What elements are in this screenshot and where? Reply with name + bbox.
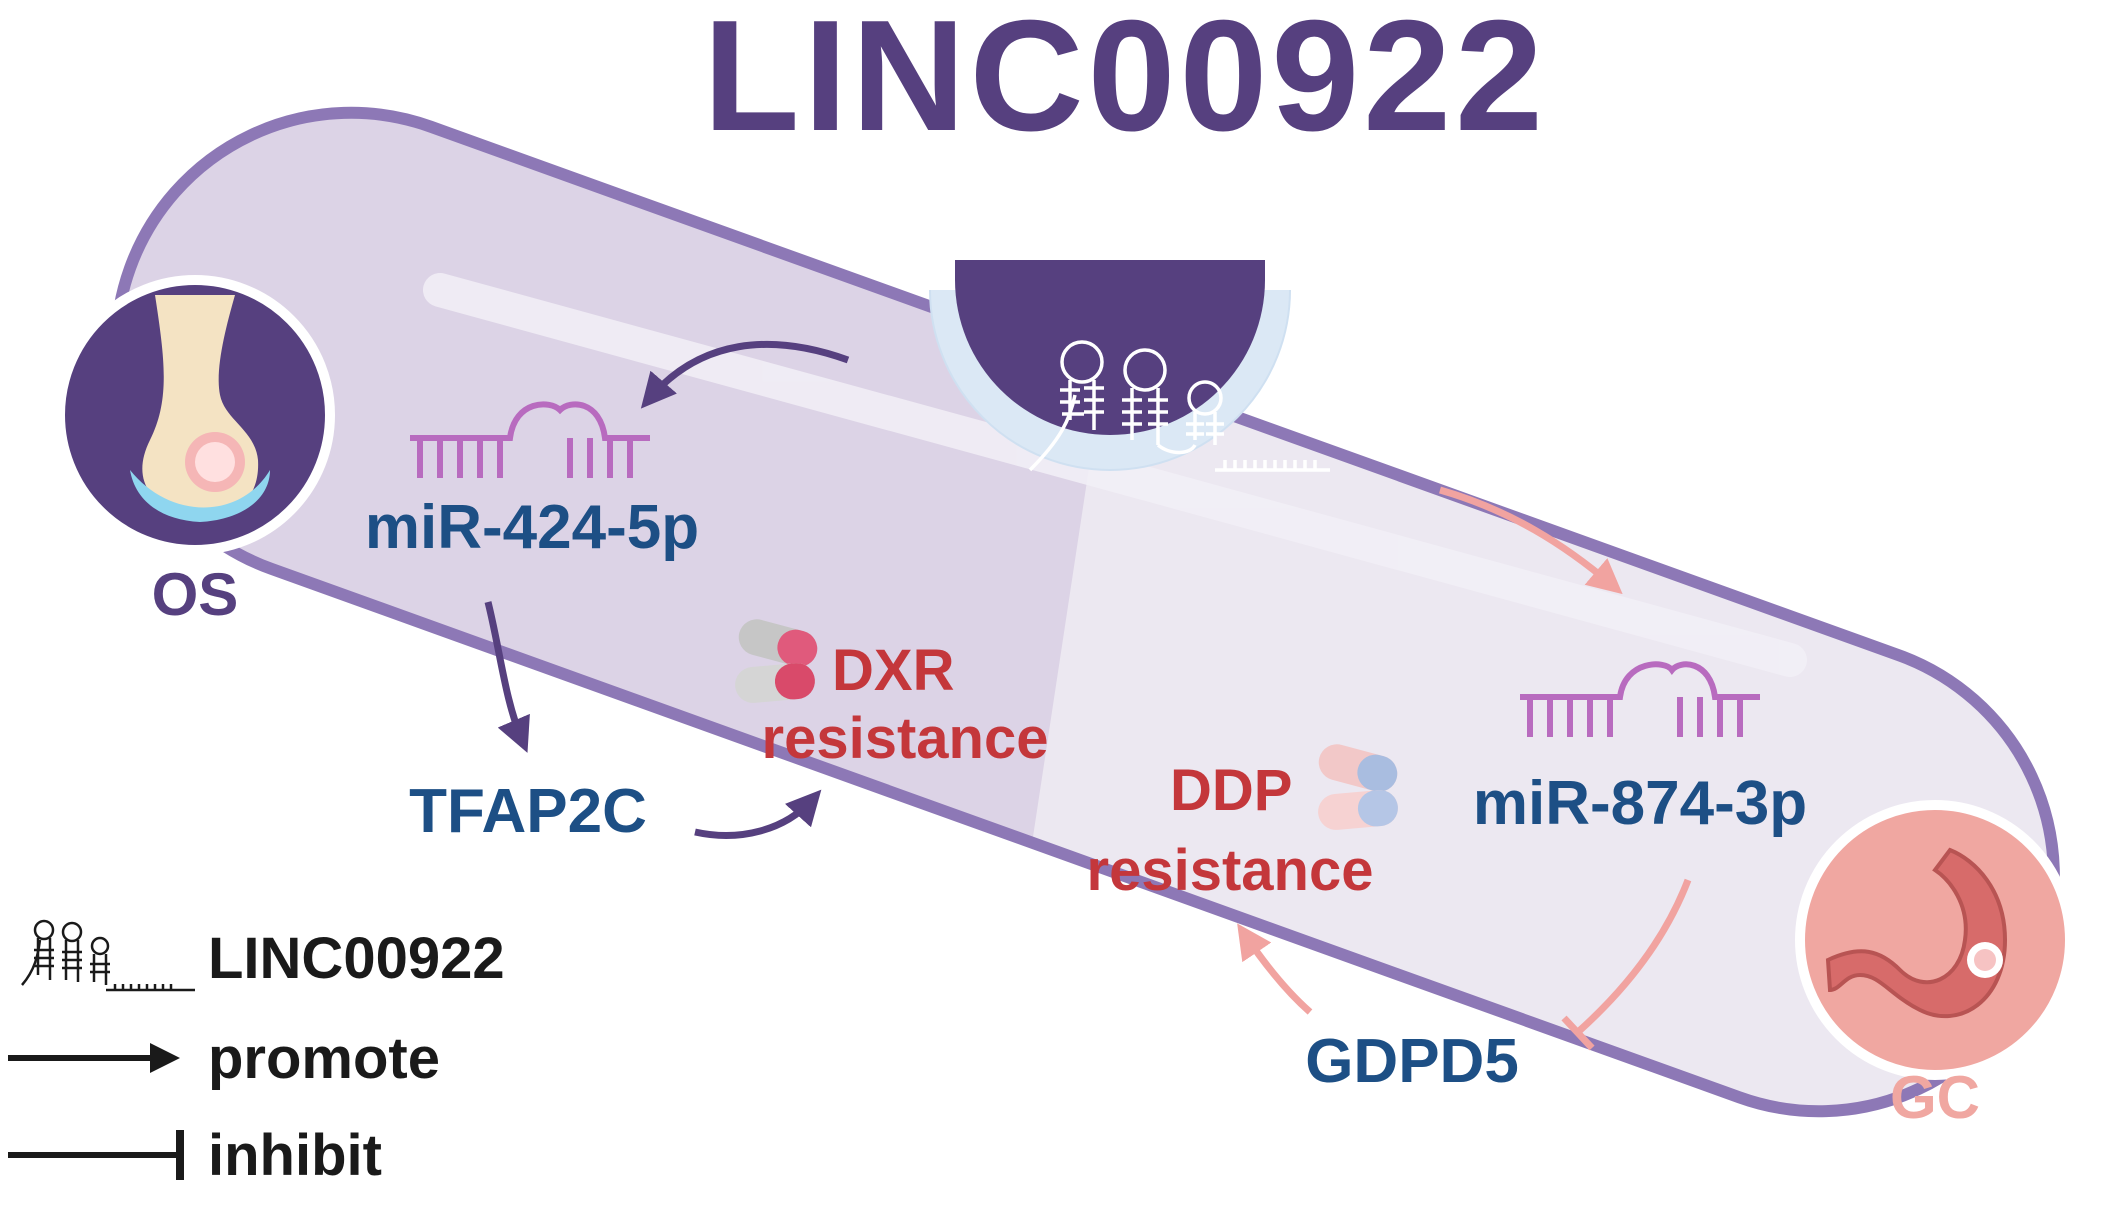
arrow-lnc-to-mir874 xyxy=(1439,486,1623,595)
pill-capsules-icon xyxy=(1318,744,1398,830)
mirna-424-label: miR-424-5p xyxy=(365,493,699,562)
arrow-lnc-to-mir424 xyxy=(640,340,850,409)
legend-promote-label: promote xyxy=(208,1026,440,1091)
legend: LINC00922 promote inhibit xyxy=(8,919,505,1188)
legend-inhibit-label: inhibit xyxy=(208,1123,382,1188)
diagram-title: LINC00922 xyxy=(703,0,1547,164)
dxr-drug-label: DXR xyxy=(832,638,954,703)
inhibit-mir874-to-gdpd5 xyxy=(1575,878,1692,1035)
arrow-tfap2c-to-dxr xyxy=(694,789,822,839)
gdpd5-label: GDPD5 xyxy=(1305,1027,1519,1096)
tfap2c-label: TFAP2C xyxy=(409,777,647,846)
lncrna-center-icon xyxy=(929,260,1330,472)
gc-label: GC xyxy=(1890,1064,1980,1131)
mirna-874-icon xyxy=(1520,661,1760,737)
bone-tumor-icon xyxy=(55,275,335,555)
mirna-874-label: miR-874-3p xyxy=(1473,769,1807,838)
ddp-drug-label: DDP xyxy=(1170,758,1292,823)
stomach-tumor-icon xyxy=(1795,800,2075,1080)
ddp-resistance-label: resistance xyxy=(1087,838,1374,903)
arrow-mir424-to-tfap2c xyxy=(484,601,530,753)
arrow-gdpd5-to-ddp xyxy=(1237,923,1313,1015)
lncrna-hairpin-icon xyxy=(1028,340,1330,472)
inhibit-bar-icon xyxy=(8,1130,184,1180)
dxr-resistance-label: resistance xyxy=(762,706,1049,771)
inhibit-bar xyxy=(1561,1015,1595,1051)
lncrna-hairpin-icon xyxy=(21,919,195,992)
mirna-424-icon xyxy=(410,401,650,478)
pill-capsules-icon xyxy=(735,619,818,703)
os-label: OS xyxy=(152,561,239,628)
legend-lncrna-label: LINC00922 xyxy=(208,926,505,991)
